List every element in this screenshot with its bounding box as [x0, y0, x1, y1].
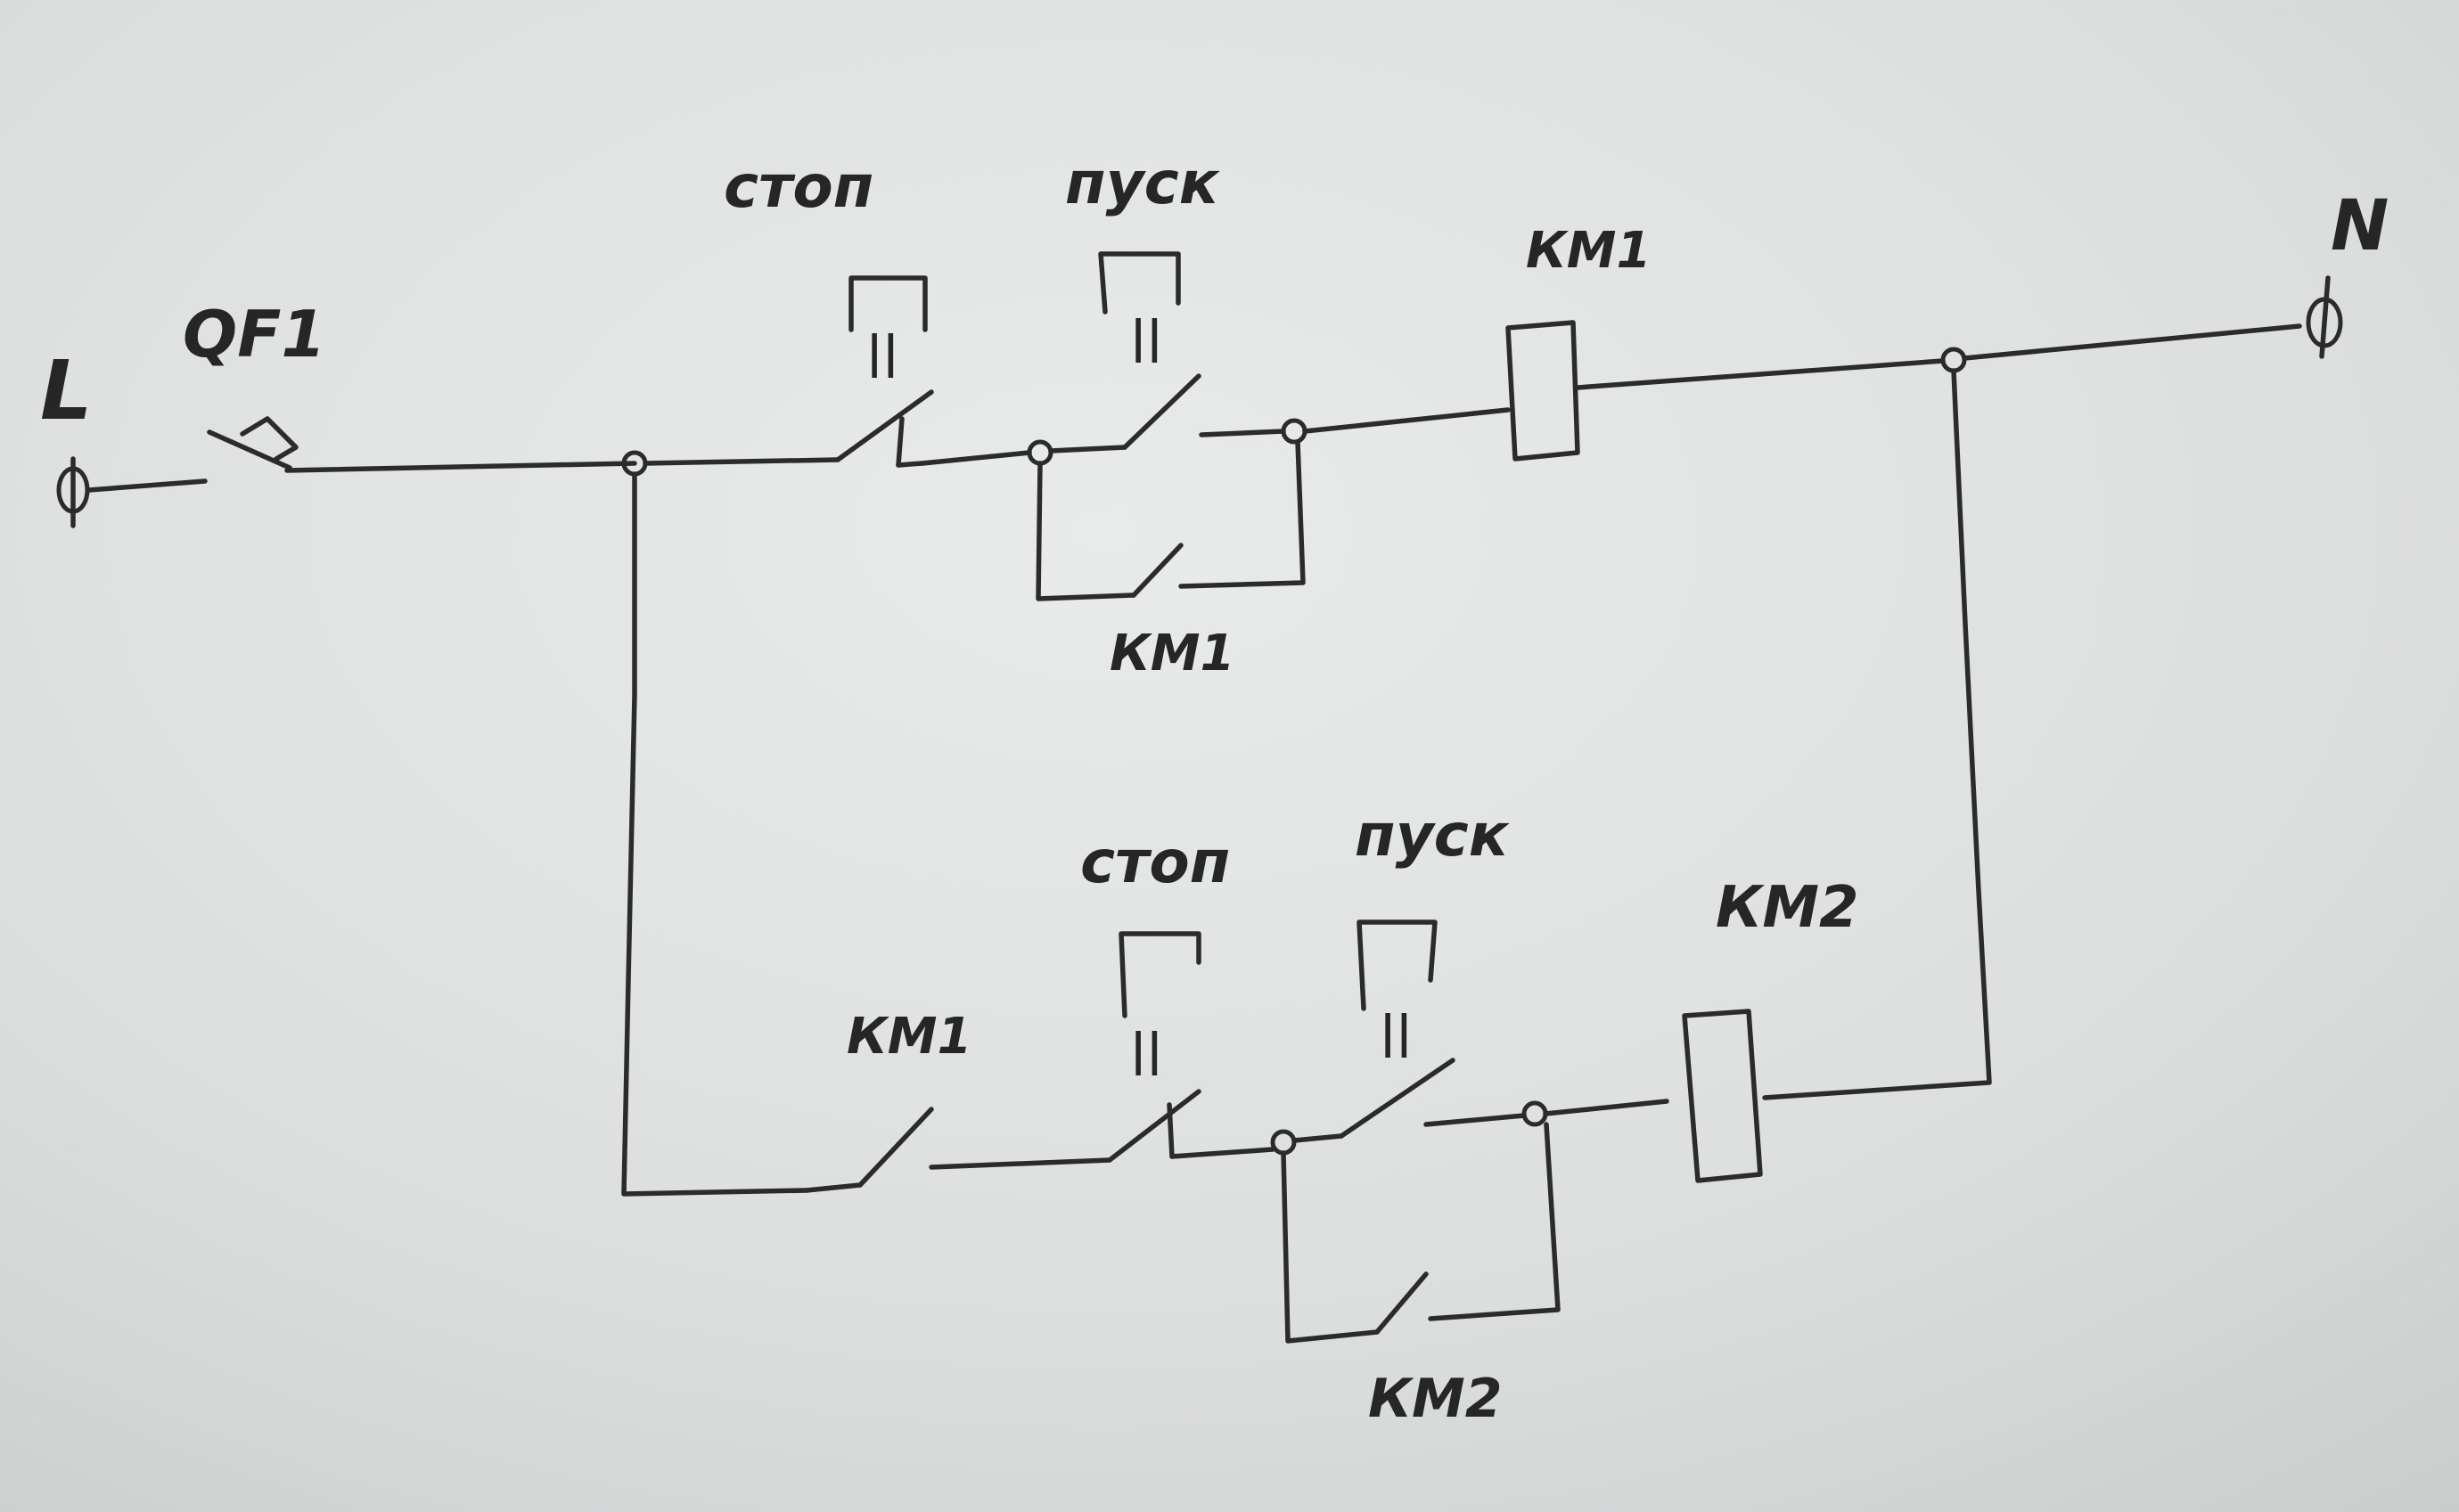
wire-r2-b — [1423, 1113, 1527, 1127]
row2-stop-button — [1107, 931, 1275, 1163]
row2-stop-label: стоп — [1080, 828, 1230, 896]
row2-interlock-contact — [804, 1107, 934, 1193]
breaker-qf1-symbol — [207, 416, 299, 470]
row2-coil — [1682, 1009, 1763, 1183]
neutral-label: N — [2331, 186, 2389, 266]
row1-start-button — [1048, 251, 1201, 454]
row2-start-marker: || — [1380, 1006, 1413, 1058]
row1-coil-label: КМ1 — [1526, 222, 1651, 280]
row1-stop-button — [835, 275, 934, 468]
wire-r1-e — [1575, 358, 1946, 390]
row1-hold-contact — [1036, 439, 1306, 601]
row2-coil-label: КМ2 — [1716, 875, 1859, 941]
wire-r2-a — [929, 1157, 1112, 1170]
row2-start-label: пуск — [1355, 801, 1511, 870]
wire-right-bus — [1762, 368, 1992, 1100]
row1-start-label: пуск — [1065, 149, 1221, 217]
wire-r1-b — [920, 450, 1032, 466]
wire-r1-d — [1302, 407, 1511, 434]
breaker-label: QF1 — [183, 297, 326, 372]
row2-hold-contact — [1281, 1122, 1561, 1344]
wire-r2-c — [1543, 1099, 1669, 1116]
wire-r1-c — [1199, 429, 1286, 437]
phase-label: L — [40, 343, 93, 438]
row2-hold-label: КМ2 — [1368, 1368, 1503, 1430]
wire-r1-a — [643, 457, 840, 466]
wire-main — [284, 461, 637, 473]
neutral-terminal — [2306, 275, 2343, 359]
row1-stop-marker: || — [866, 326, 899, 378]
row2-start-button — [1291, 919, 1455, 1143]
wire-neutral — [1962, 323, 2302, 361]
phase-terminal — [56, 456, 208, 528]
row1-coil — [1505, 320, 1580, 462]
row1-start-marker: || — [1130, 311, 1163, 363]
row2-interlock-label: КМ1 — [847, 1008, 971, 1066]
wire-left-bus — [621, 471, 809, 1197]
row2-stop-marker: || — [1130, 1024, 1163, 1075]
row1-stop-label: стоп — [724, 152, 873, 221]
row1-hold-label: КМ1 — [1110, 625, 1234, 682]
